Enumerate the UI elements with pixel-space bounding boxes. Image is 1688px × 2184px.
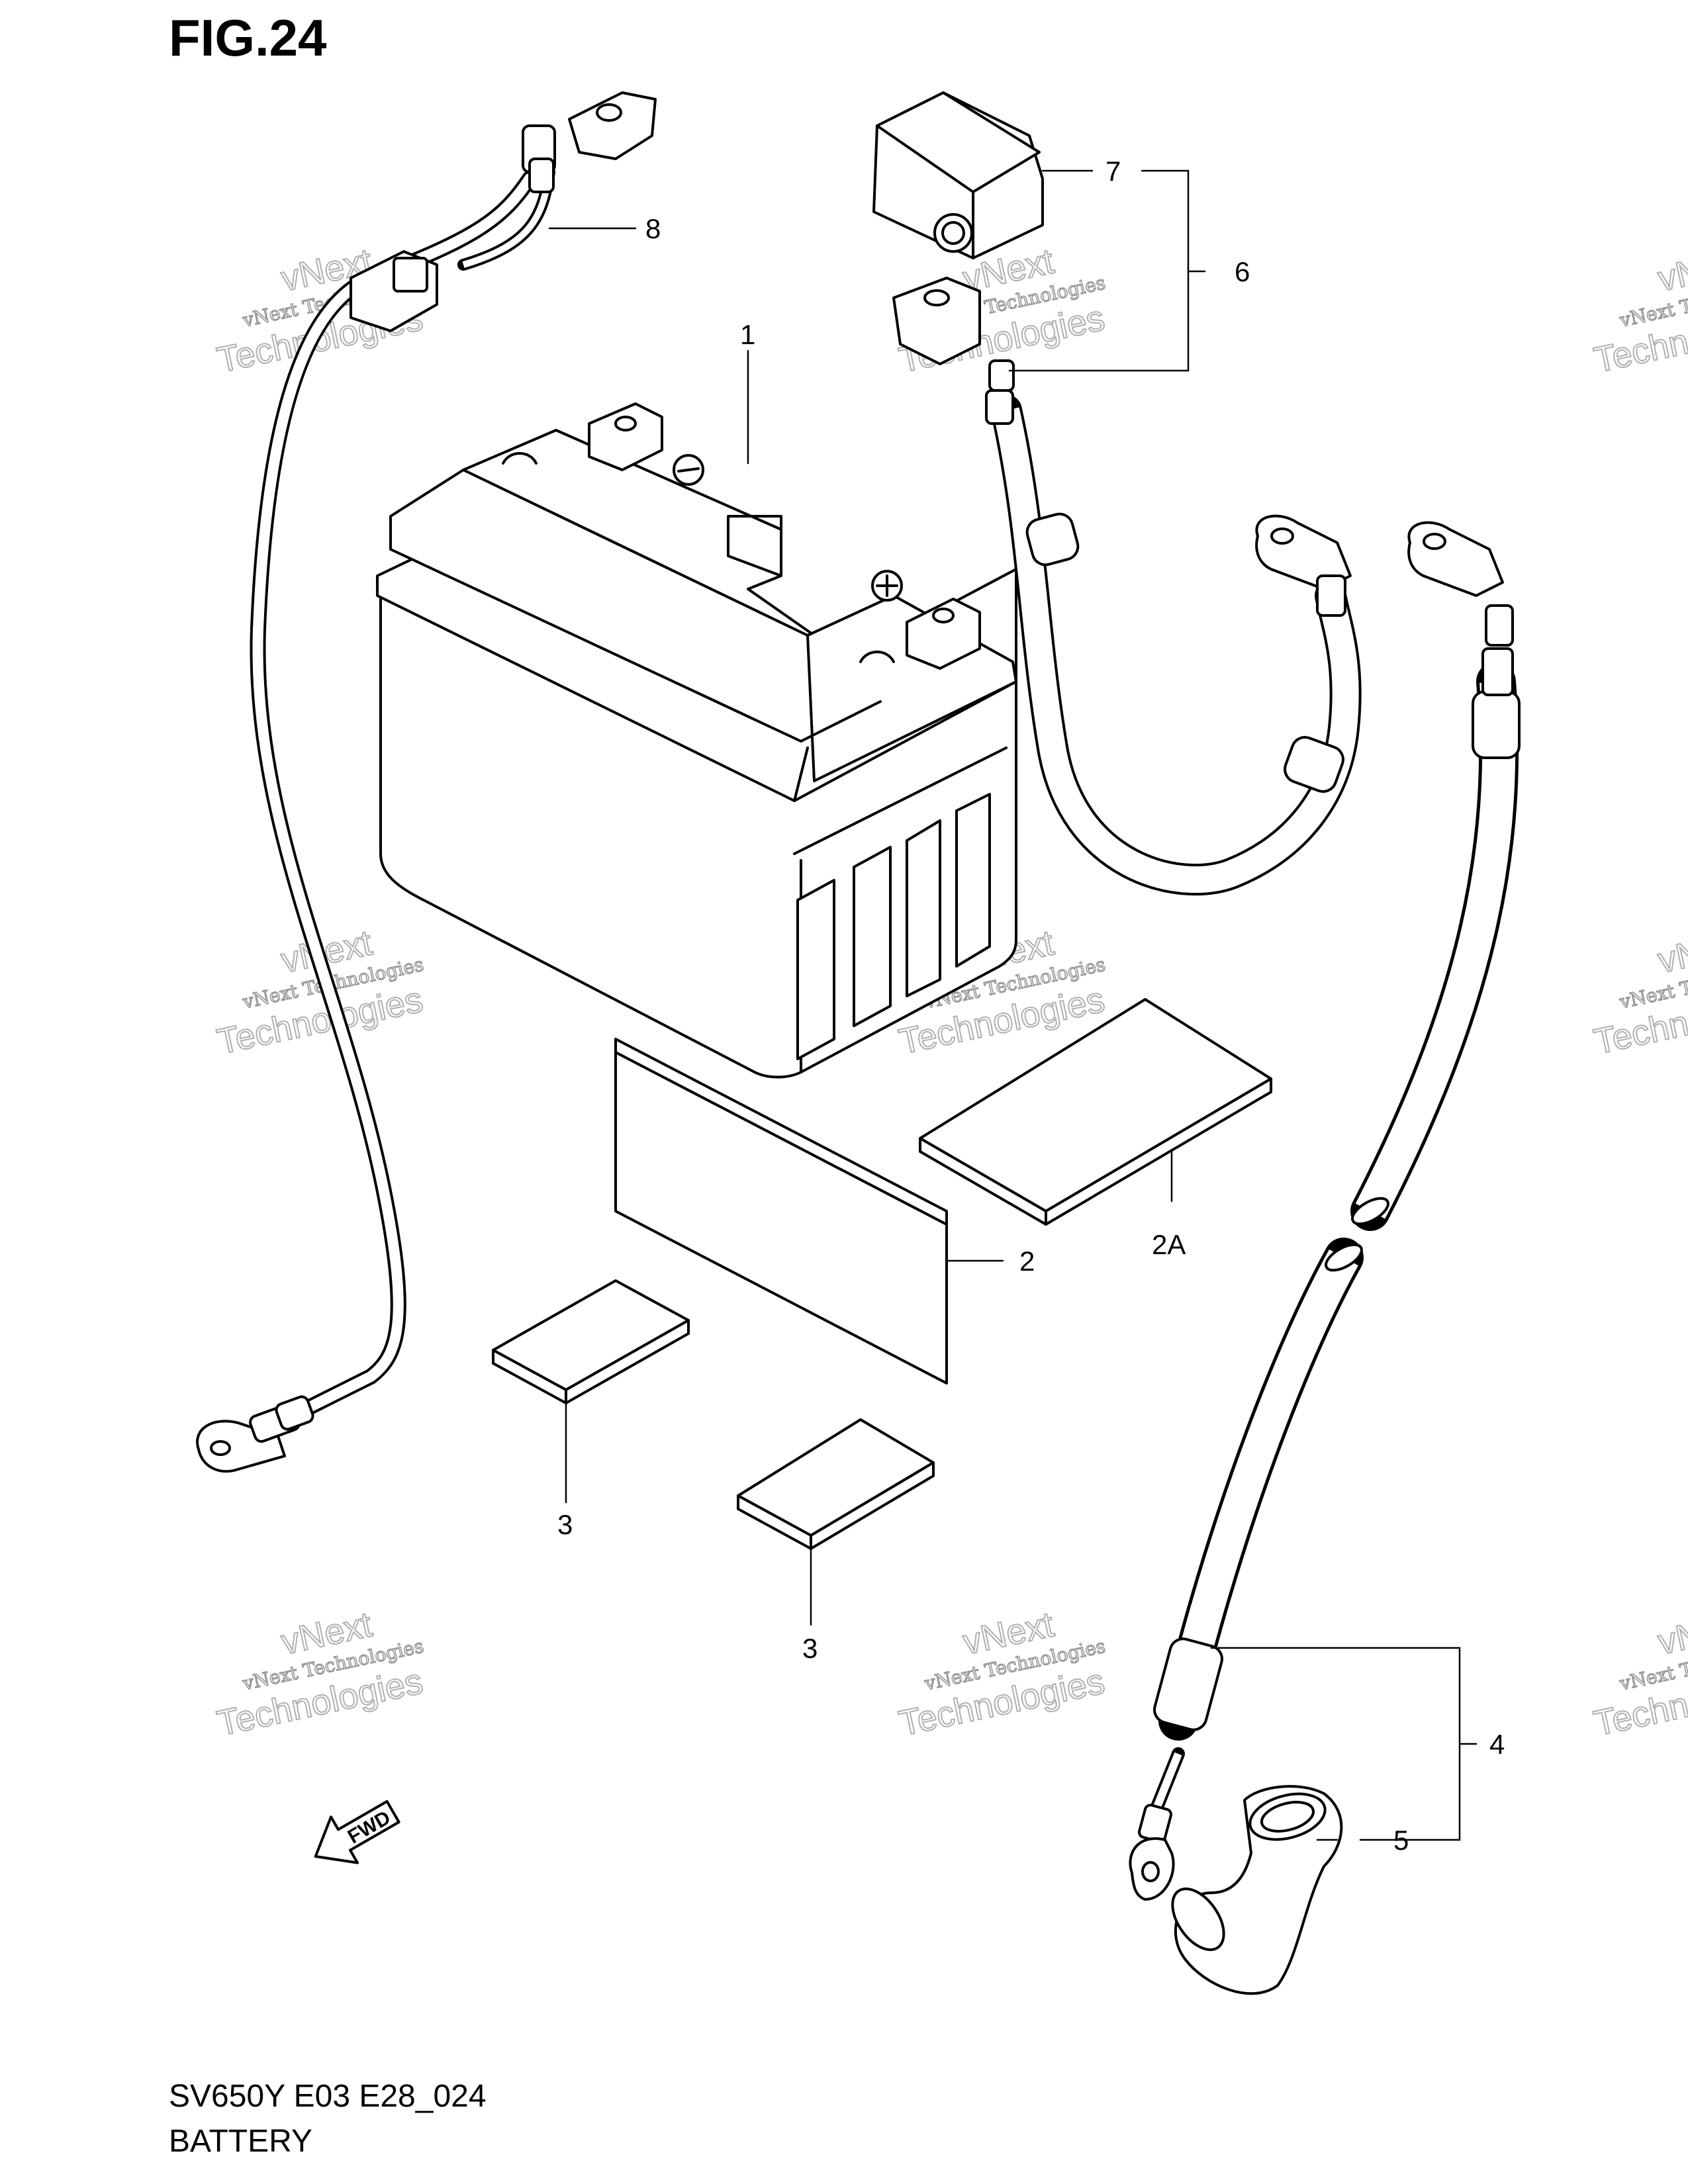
watermark-brand: vNext <box>1655 1604 1688 1662</box>
part-3-pad-b <box>737 1418 935 1550</box>
part-4-negative-cable <box>1129 521 1521 1901</box>
part-7-terminal-cover <box>872 91 1044 259</box>
callout-labels: 1 2 2A 3 3 4 5 6 7 8 <box>557 156 1505 1856</box>
watermark-brand: vNext <box>1655 923 1688 980</box>
fwd-arrow-icon: FWD <box>314 1799 400 1864</box>
part-3-pad-a <box>492 1279 690 1404</box>
watermark-brand: vNext <box>1655 241 1688 298</box>
callout-7: 7 <box>1105 156 1121 187</box>
callout-3b: 3 <box>802 1633 818 1664</box>
callout-6: 6 <box>1235 256 1250 287</box>
callout-2: 2 <box>1019 1246 1035 1277</box>
part-1-battery <box>376 402 1017 1079</box>
leader-lines <box>548 169 1477 1841</box>
callout-1: 1 <box>740 319 755 350</box>
callout-3a: 3 <box>557 1509 573 1540</box>
model-code: SV650Y E03 E28_024 <box>169 2079 487 2114</box>
part-6-positive-cable <box>892 277 1362 896</box>
callout-5: 5 <box>1393 1825 1409 1856</box>
figure-title: FIG.24 <box>169 9 327 67</box>
part-2a-pad <box>919 998 1272 1226</box>
section-title: BATTERY <box>169 2124 312 2159</box>
part-8-lead-wire <box>196 91 657 1473</box>
part-2-pad <box>614 1038 948 1385</box>
part-5-terminal-cover <box>1171 1785 1343 1995</box>
callout-8: 8 <box>645 213 661 244</box>
callout-4: 4 <box>1489 1729 1505 1760</box>
callout-2a: 2A <box>1152 1229 1186 1260</box>
